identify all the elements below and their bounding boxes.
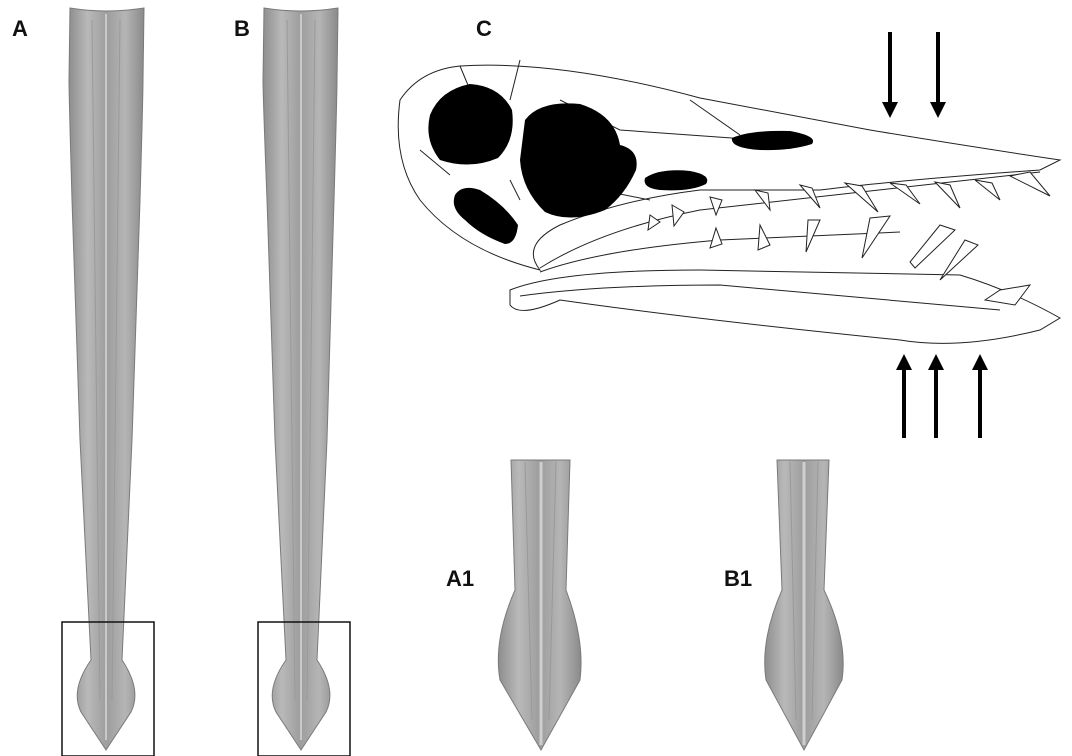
panel-label-a1: A1 <box>446 566 474 591</box>
arrows-down <box>890 32 938 110</box>
tooth-a <box>69 8 144 750</box>
panel-label-a: A <box>12 16 28 41</box>
panel-label-c: C <box>476 16 492 41</box>
arrows-up <box>904 362 980 438</box>
tooth-b <box>263 8 338 750</box>
tooth-tip-b1 <box>765 460 843 750</box>
panel-label-b: B <box>234 16 250 41</box>
tooth-tip-a1 <box>498 460 581 750</box>
panel-label-b1: B1 <box>724 566 752 591</box>
